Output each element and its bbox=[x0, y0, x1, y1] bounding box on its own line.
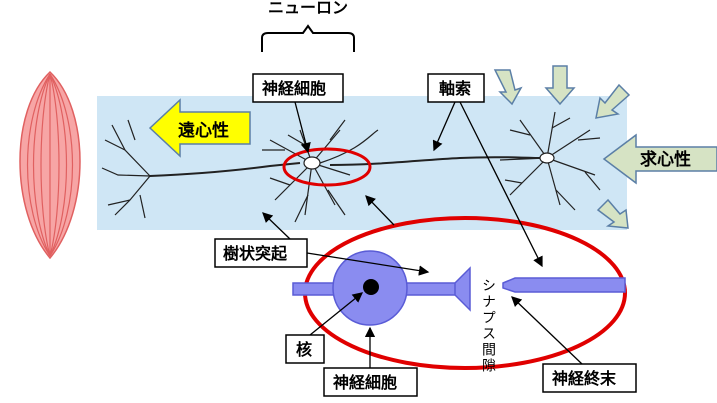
label-nerve-terminal: 神経終末 bbox=[552, 369, 617, 388]
leader-arrows bbox=[262, 101, 583, 368]
soma-highlight bbox=[282, 147, 372, 187]
label-box-nerve-terminal: 神経終末 bbox=[542, 363, 637, 393]
efferent-arrow bbox=[148, 98, 251, 158]
label-box-cell-body: 神経細胞 bbox=[323, 367, 418, 397]
afferent-label: 求心性 bbox=[640, 149, 691, 170]
label-nucleus: 核 bbox=[296, 340, 312, 359]
title-bracket bbox=[261, 24, 355, 52]
afferent-arrow bbox=[602, 133, 717, 185]
label-box-dendrite: 樹状突起 bbox=[214, 238, 308, 268]
diagram-title: ニューロン bbox=[268, 0, 348, 17]
label-dendrite: 樹状突起 bbox=[223, 244, 288, 263]
label-axon: 軸索 bbox=[439, 79, 471, 98]
synaptic-cleft-label: シナプス間隙 bbox=[480, 278, 496, 374]
label-box-nucleus: 核 bbox=[285, 334, 325, 364]
label-box-axon: 軸索 bbox=[427, 73, 485, 103]
label-neuron-cell: 神経細胞 bbox=[262, 79, 326, 98]
muscle-icon bbox=[19, 70, 81, 260]
input-arrows bbox=[493, 65, 631, 229]
label-cell-body: 神経細胞 bbox=[333, 373, 397, 392]
label-box-neuron-cell: 神経細胞 bbox=[252, 73, 344, 103]
cell-schematic bbox=[292, 250, 626, 326]
efferent-label: 遠心性 bbox=[178, 120, 229, 141]
nucleus-dot bbox=[363, 279, 379, 295]
neuron-drawing bbox=[101, 111, 601, 223]
